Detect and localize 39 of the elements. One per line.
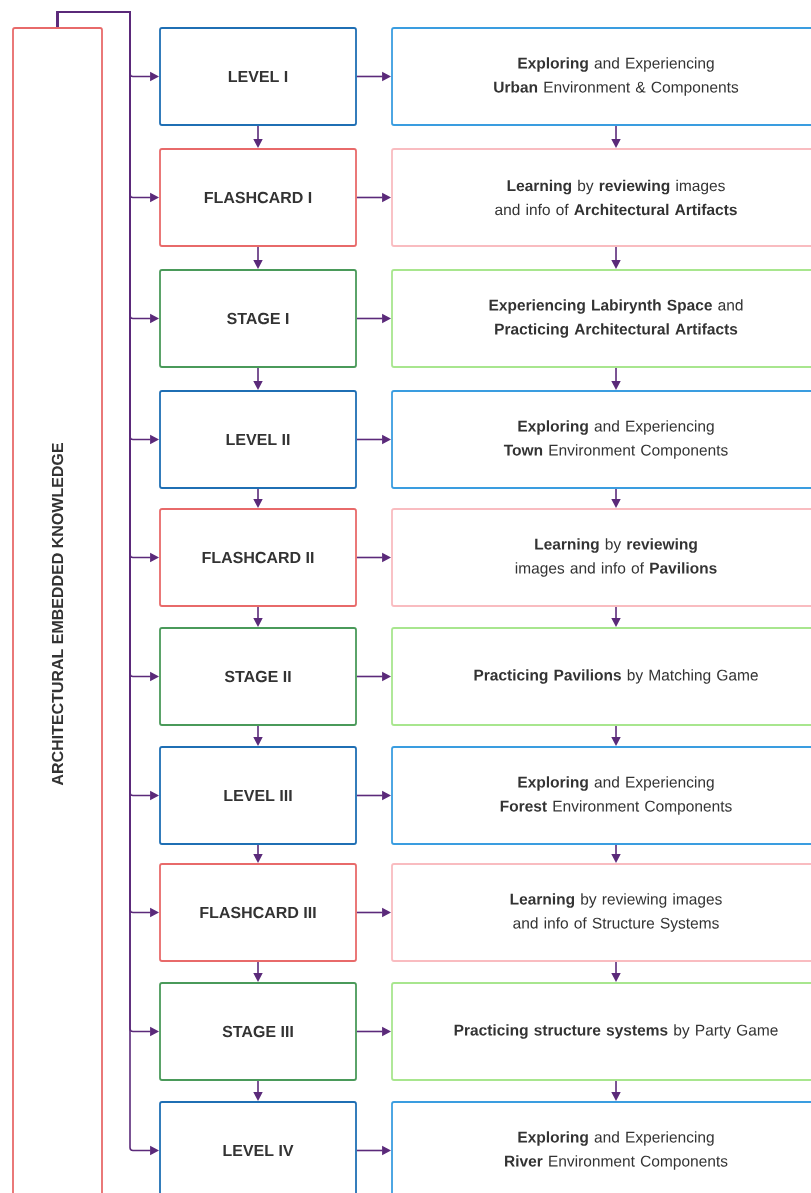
stage-box: LEVEL I bbox=[159, 27, 357, 126]
stage-box: FLASHCARD I bbox=[159, 148, 357, 247]
stage-box: STAGE II bbox=[159, 627, 357, 726]
stage-box: FLASHCARD II bbox=[159, 508, 357, 607]
description-box: Exploring and Experiencing River Environment Components bbox=[391, 1101, 811, 1193]
stage-box: FLASHCARD III bbox=[159, 863, 357, 962]
arrow bbox=[253, 961, 263, 982]
description-box: Exploring and Experiencing Urban Environment & Components bbox=[391, 27, 811, 126]
arrow bbox=[253, 1080, 263, 1101]
stage-box: STAGE III bbox=[159, 982, 357, 1081]
description-box: Exploring and Experiencing Forest Environment Components bbox=[391, 746, 811, 845]
description-box: Learning by reviewing images and info of Architectural Artifacts bbox=[391, 148, 811, 247]
stage-box: STAGE I bbox=[159, 269, 357, 368]
arrow bbox=[611, 1080, 621, 1101]
stage-box: LEVEL III bbox=[159, 746, 357, 845]
description-box: Experiencing Labirynth Space and Practicing Architectural Artifacts bbox=[391, 269, 811, 368]
description-box: Practicing Pavilions by Matching Game bbox=[391, 627, 811, 726]
arrow bbox=[611, 961, 621, 982]
arrow bbox=[611, 725, 621, 746]
description-box: Practicing structure systems by Party Game bbox=[391, 982, 811, 1081]
arrow bbox=[253, 488, 263, 508]
arrow bbox=[253, 125, 263, 148]
arrow bbox=[611, 606, 621, 627]
stage-box: LEVEL IV bbox=[159, 1101, 357, 1193]
arrow bbox=[611, 367, 621, 390]
arrow bbox=[611, 488, 621, 508]
arrow bbox=[253, 725, 263, 746]
arrow bbox=[253, 606, 263, 627]
arrow bbox=[611, 246, 621, 269]
description-box: Learning by reviewing images and info of Structure Systems bbox=[391, 863, 811, 962]
arrow bbox=[253, 246, 263, 269]
vertical-label-box: ARCHITECTURAL EMBEDDED KNOWLEDGE bbox=[12, 27, 103, 1193]
stage-box: LEVEL II bbox=[159, 390, 357, 489]
description-box: Exploring and Experiencing Town Environment Components bbox=[391, 390, 811, 489]
arrow bbox=[611, 125, 621, 148]
description-box: Learning by reviewing images and info of Pavilions bbox=[391, 508, 811, 607]
arrow bbox=[253, 367, 263, 390]
arrow bbox=[611, 844, 621, 863]
arrow bbox=[253, 844, 263, 863]
